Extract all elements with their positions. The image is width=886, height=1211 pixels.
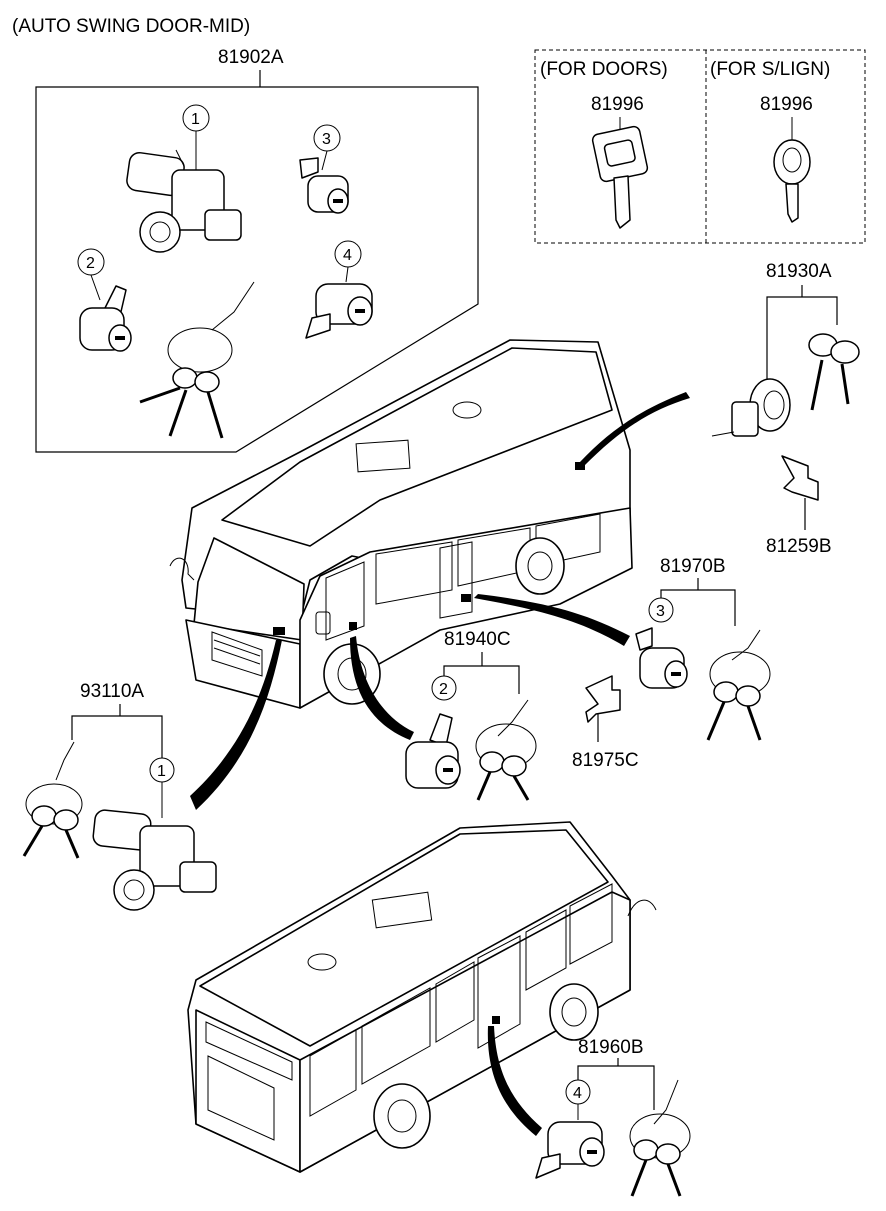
- rear-lock-set: 3: [635, 578, 771, 741]
- part-number-ign: 81930A: [766, 261, 832, 282]
- label-for-slign: (FOR S/LIGN): [710, 59, 830, 80]
- lock-clip: [585, 675, 621, 742]
- label-for-doors: (FOR DOORS): [540, 59, 668, 80]
- rear-door-lock-set: 4: [535, 1058, 691, 1197]
- main-lock-set: 1: [22, 704, 217, 911]
- ignition-switch-set: [711, 285, 860, 437]
- kit-box: [35, 70, 479, 453]
- part-number-retainer: 81259B: [766, 536, 832, 557]
- kit-key-set: [139, 281, 255, 439]
- front-lock-set: 2: [405, 652, 537, 801]
- slign-key-icon: [773, 117, 811, 223]
- part-number-rear-lock: 81970B: [660, 556, 726, 577]
- callout-rear-lock: 3: [656, 603, 665, 620]
- kit-ignition-lock: 1: [126, 104, 242, 253]
- part-number-main-lock: 93110A: [80, 681, 144, 702]
- diagram-title: (AUTO SWING DOOR-MID): [12, 16, 250, 37]
- kit-door-lock-2: 2: [77, 248, 132, 352]
- kit-door-lock-3: 3: [299, 124, 349, 214]
- callout-1: 1: [191, 111, 200, 128]
- part-number-rear-door-lock: 81960B: [578, 1037, 644, 1058]
- bus-rear-view: [187, 821, 657, 1173]
- callout-3: 3: [322, 131, 331, 148]
- pointer-arrows-bus-front: [190, 392, 690, 810]
- bus-front-view: [169, 339, 633, 709]
- part-number-clip: 81975C: [572, 750, 639, 771]
- callout-main-lock: 1: [157, 763, 166, 780]
- callout-2: 2: [86, 255, 95, 272]
- keys-box: [534, 49, 866, 244]
- pointer-arrow-bus-rear: [487, 1026, 542, 1136]
- part-number-front-lock: 81940C: [444, 629, 511, 650]
- callout-4: 4: [343, 247, 352, 264]
- callout-rear-door-lock: 4: [573, 1085, 582, 1102]
- callout-front-lock: 2: [439, 681, 448, 698]
- part-number-kit: 81902A: [218, 47, 284, 68]
- door-key-icon: [591, 117, 649, 229]
- retainer-clip: [781, 455, 819, 530]
- kit-door-lock-4: 4: [305, 240, 373, 339]
- part-number-slign-key: 81996: [760, 94, 813, 115]
- part-number-doors-key: 81996: [591, 94, 644, 115]
